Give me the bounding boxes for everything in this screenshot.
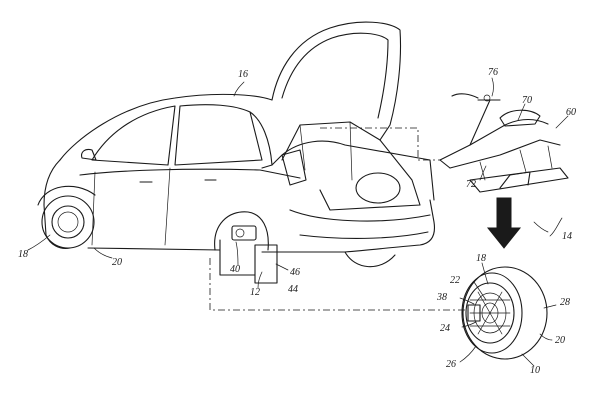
ref-numeral-10: 10 [530,365,540,376]
ref-numeral-14: 14 [562,231,572,242]
ref-numeral-44: 44 [288,284,298,295]
ref-numeral-12: 12 [250,287,260,298]
ref-numeral-40: 40 [230,264,240,275]
down-arrow [486,197,522,249]
ref-numeral-28: 28 [560,297,570,308]
ref-numeral-16: 16 [238,69,248,80]
scooter [439,93,569,193]
vehicle [37,21,436,284]
link-line-to-wheel [209,258,468,311]
ref-numeral-76: 76 [488,67,498,78]
ref-numeral-46: 46 [290,267,300,278]
leader-lines [27,77,569,367]
ref-numeral-26: 26 [446,359,456,370]
ref-numeral-18-wheel: 18 [476,253,486,264]
ref-numeral-22: 22 [450,275,460,286]
wheel-assembly [461,266,548,360]
ref-numeral-60: 60 [566,107,576,118]
ref-numeral-18: 18 [18,249,28,260]
link-line-to-scooter [320,127,440,161]
ref-numeral-20: 20 [112,257,122,268]
ref-numeral-20-wheel: 20 [555,335,565,346]
ref-numeral-70: 70 [522,95,532,106]
ref-numeral-72: 72 [466,179,476,190]
ref-numeral-24: 24 [440,323,450,334]
ref-numeral-38: 38 [437,292,447,303]
